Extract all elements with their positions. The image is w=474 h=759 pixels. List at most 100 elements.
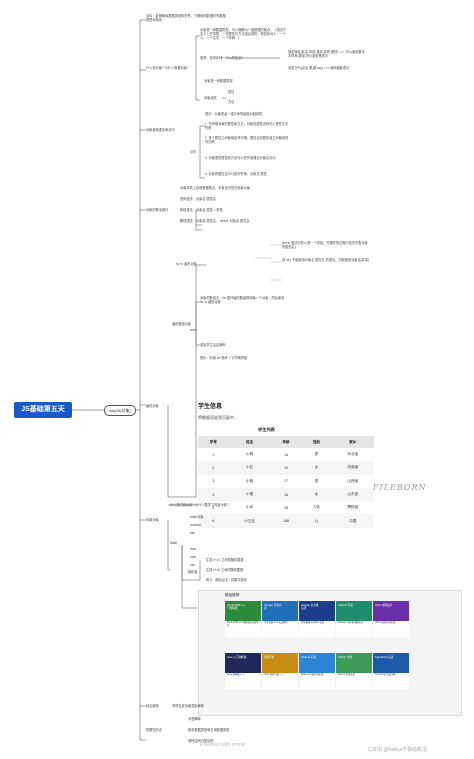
course-caption: Android 开发零基础实战 [338, 622, 363, 624]
branch-traverse[interactable]: 遍历对象 [146, 404, 159, 408]
fileborn-logo: FILEBORN [373, 483, 427, 492]
case-desc: 学成在线页面渲染案例 [172, 704, 204, 708]
panel-title: 精品推荐 [225, 593, 240, 597]
branch-extend[interactable]: 拓展知识点 [146, 728, 162, 732]
array-label: 遍历数组对象 [172, 322, 192, 326]
math-item-1: random [190, 523, 201, 527]
course-thumbnail: Python 全栈 [336, 653, 372, 673]
math-item-0: Math对象 [190, 515, 204, 519]
student-hint: 提示：利用 for 循环 + 字符串拼接 [200, 356, 248, 360]
branch-what-is-object[interactable]: 什么是对象? 为什么需要对象? [146, 66, 189, 70]
course-thumbnail: UGUI 游戏设计 [373, 601, 409, 621]
course-thumbnail: Android 开发 [336, 601, 372, 621]
course-thumbnail: Node.js 实战 [299, 653, 335, 673]
col-index: 序号 [198, 436, 229, 448]
syntax-item-4: 4. 对象的属性名可以是字符串，对象名.属性 [205, 172, 267, 176]
course-caption: Python 全栈开发 [338, 674, 355, 676]
branch-case[interactable]: 综合案例 [146, 704, 159, 708]
random-item-2: 练习：随机点名 / 猜数字游戏 [206, 578, 247, 582]
col-name: 姓名 [228, 436, 271, 448]
course-card[interactable]: Node.js 实战 Node.js 后端开发实战 [299, 653, 335, 689]
course-card[interactable]: Python 全栈 Python 全栈开发 [336, 653, 372, 689]
math-item-3: floor [190, 547, 197, 551]
need-label: 需求：如何存储一个人的信息? [200, 56, 244, 60]
course-caption: 完全掌握 Vue 实战课程 [264, 622, 288, 624]
syntax-desc: 语法：对象是由一组无序的键值对组成的 [205, 112, 263, 116]
course-thumbnail: TypeScript 实战 [373, 653, 409, 673]
branch-builtin[interactable]: 内置对象 [146, 518, 159, 522]
course-caption: Java 零基础入门 [227, 674, 244, 676]
syntax-item-1: 1. 先声明对象的属性和方法，对象的属性名称可以是任意字符串 [205, 122, 289, 130]
student-subtitle: 将数据渲染到页面中... [198, 415, 238, 420]
course-card[interactable]: 游戏开发 Unity 游戏开发入门 [262, 653, 298, 689]
course-caption: Unity 游戏开发入门 [264, 674, 284, 676]
day-topic[interactable]: day05(对象) [104, 405, 136, 416]
student-title: 学生信息 [198, 404, 223, 410]
course-card[interactable]: ThinkPHP5.0 入门到精通 Think PHP 5.0 博客系统实战项目 [225, 601, 261, 637]
array-desc: 对象的数组中，for 循环遍历数组得到每一个对象，然后使用 for in 遍历对… [200, 296, 285, 304]
math-item-5: min [190, 563, 196, 567]
loop-note: 用 key 不能使用对象名.属性名 的语法，只能使用对象名[变量] [282, 258, 369, 262]
course-thumbnail: Uni-app 开发实战 [262, 601, 298, 621]
course-tag: ThinkPHP5.0 入门到精通 [227, 604, 246, 610]
extend-item-1: 基本数据类型和引用数据类型 [188, 728, 230, 732]
object-method: 方法 [228, 100, 235, 104]
course-tag: 游戏开发 [264, 656, 275, 659]
course-caption: Node.js 后端开发实战 [301, 674, 324, 676]
random-item-0: 生成 0~10 之间的随机整数 [206, 558, 244, 562]
course-card[interactable]: Android 开发 Android 开发零基础实战 [336, 601, 372, 637]
top-note: 目标：能够使用数据类型和符号，了解使用数据时的数据类型和场景 [146, 14, 226, 22]
syntax-item-3: 3. 对象里的属性和方法可以在外部通过对象名访问 [205, 156, 276, 160]
col-gender: 性别 [301, 436, 332, 448]
extend-item-0: 术语解释 [188, 717, 201, 721]
course-card[interactable]: Uni-app 开发实战完全掌握 Vue 实战课程 [262, 601, 298, 637]
course-caption: 前端框架 Angular 实战 [301, 622, 324, 624]
root-topic[interactable]: JS基础第五天 [14, 402, 72, 418]
course-tag: Node.js 实战 [301, 656, 316, 659]
course-card[interactable]: Angular 企业级实战前端框架 Angular 实战 [299, 601, 335, 637]
op-query: 查询语法：对象名.属性名 [180, 197, 216, 201]
course-tag: Angular 企业级实战 [301, 604, 319, 610]
course-caption: TypeScript 实战训练 [375, 674, 396, 676]
csdn-watermark: CSDN @heibui不相信眼泪 [368, 747, 427, 753]
branch-operations[interactable]: 对象的基本操作 [146, 208, 169, 212]
course-tag: Uni-app 开发实战 [264, 604, 282, 610]
object-desc: 对象是一种数据类型，可以理解为一组数据的集合。（相当于名义上的事物，一些属性与方… [200, 28, 287, 40]
object-prop: 属性 [228, 90, 235, 94]
course-thumbnail: Angular 企业级实战 [299, 601, 335, 621]
col-hometown: 家乡 [331, 436, 374, 448]
course-caption: UGUI 游戏开发实战 [375, 622, 396, 624]
need-static: 静态特征(姓名,年龄,身高,性别,爱好) ==> 可以使用数字,字符串,数组,布… [288, 50, 366, 58]
course-caption: Think PHP 5.0 博客系统实战项目 [227, 622, 259, 627]
random-item-1: 生成 N~M 之间的随机整数 [206, 568, 244, 572]
builtin-what: 什么是内置对象? 为什么要学习内置对象? [170, 503, 229, 507]
student-table-caption: 学生列表 [258, 427, 275, 432]
course-tag: TypeScript 实战 [375, 656, 394, 659]
student-case: 渲染学生信息案例 [200, 343, 226, 347]
need-dynamic: 动态行为(点名,唱,跳,rap) ==> 使用函数表示 [288, 66, 350, 70]
math-label: Math [170, 541, 178, 545]
visit-label: 访问 [190, 150, 197, 154]
course-tag: Python 全栈 [338, 656, 352, 659]
object-kind: 对象是一种数据类型 [204, 79, 233, 83]
course-tag: Android 开发 [338, 604, 353, 607]
math-item-2: ceil [190, 531, 195, 535]
forin-desc: (for in 语法中的 k 是一个变量，在循环的过程中依次代表对象的属性名) [282, 241, 368, 249]
random-label: 随机数 [188, 570, 198, 574]
branch-syntax[interactable]: 对象使用语法和访问 [146, 128, 175, 132]
course-thumbnail: Java 入门到精通 [225, 653, 261, 673]
course-card[interactable]: TypeScript 实战 TypeScript 实战训练 [373, 653, 409, 689]
extend-item-2: 堆栈空间分配区别 [188, 739, 214, 743]
col-age: 年龄 [270, 436, 302, 448]
object-parts: 对象组成 [204, 96, 217, 100]
op-add: 新增语法：对象名.属性 = 新值 [180, 208, 223, 212]
xmind-watermark: Powered with xmind [200, 742, 245, 748]
